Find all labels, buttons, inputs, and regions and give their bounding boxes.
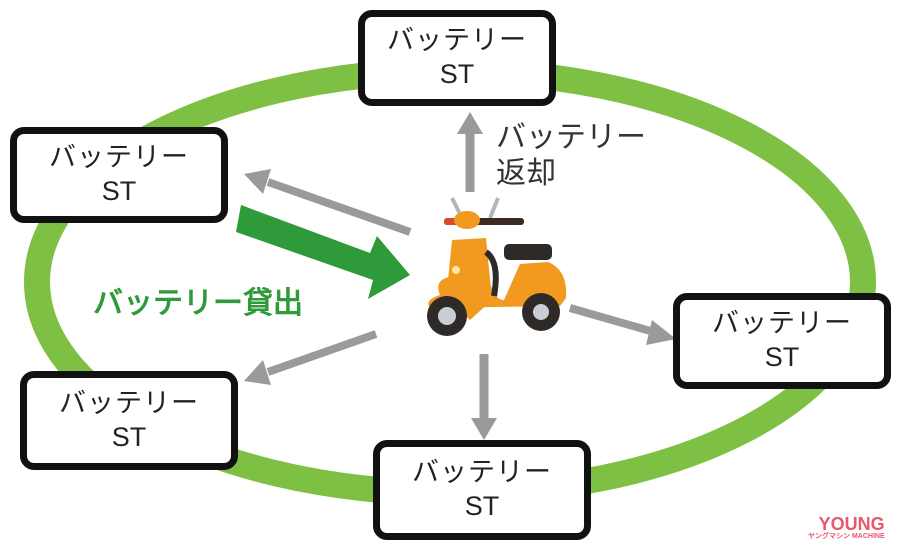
station-box-upper-left: バッテリー ST [10,127,228,223]
arrow-to-lower-left-station [244,330,378,385]
station-label: バッテリー [49,142,189,174]
logo-sub-text: MACHINE [851,533,885,540]
battery-return-line2: 返却 [496,156,556,191]
station-box-lower-left: バッテリー ST [20,371,238,470]
station-label: バッテリー [387,25,527,57]
station-box-bottom: バッテリー ST [373,440,591,540]
station-code: ST [111,421,147,452]
station-code: ST [764,342,800,372]
young-machine-logo: YOUNG ヤングマシン MACHINE [808,514,885,541]
arrow-to-upper-left-station [244,169,412,236]
station-code: ST [464,491,500,521]
station-code: ST [101,176,137,206]
scooter-icon [427,197,567,336]
station-label: バッテリー [712,308,852,340]
logo-kana-text: ヤングマシン [808,533,850,540]
station-label: バッテリー [412,457,552,489]
arrow-to-bottom-station [471,354,497,440]
station-box-right: バッテリー ST [673,293,891,389]
lend-arrow [236,205,410,299]
arrow-to-top-station [457,112,483,192]
battery-lend-label: バッテリー貸出 [93,286,303,321]
station-box-top: バッテリー ST [358,10,556,106]
arrow-to-right-station [568,304,676,345]
gray-arrows [244,112,676,440]
station-label: バッテリー [59,387,199,419]
battery-return-label: バッテリー 返却 [496,120,646,192]
logo-main-text: YOUNG [818,514,885,534]
station-code: ST [439,59,475,89]
battery-return-line1: バッテリー [496,120,646,155]
